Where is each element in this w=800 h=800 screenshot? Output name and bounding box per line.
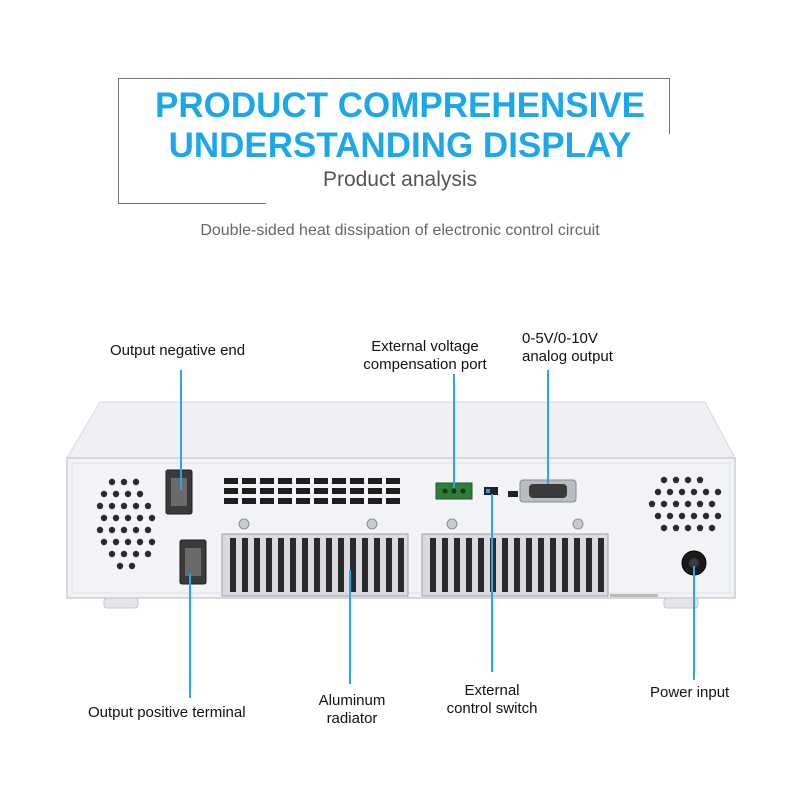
aluminum-radiator-left	[221, 533, 409, 597]
label-external-switch: External control switch	[430, 682, 554, 718]
device-top-panel	[66, 401, 736, 459]
aluminum-radiator-right	[421, 533, 609, 597]
label-analog-line1: 0-5V/0-10V	[522, 330, 598, 347]
control-switch	[484, 487, 498, 495]
label-external-voltage-line1: External voltage	[371, 338, 479, 355]
device-foot-left	[103, 597, 139, 609]
label-aluminum-radiator: Aluminum radiator	[300, 692, 404, 728]
header-frame-right	[669, 78, 670, 134]
label-aluminum-line1: Aluminum	[318, 692, 386, 709]
right-vent-holes	[648, 476, 722, 532]
label-power-input: Power input	[650, 684, 730, 701]
header-frame-left	[118, 78, 119, 204]
label-external-switch-line2: control switch	[446, 700, 538, 717]
header-frame-top	[118, 78, 670, 79]
label-external-voltage-line2: compensation port	[363, 356, 487, 373]
title-line-2: UNDERSTANDING DISPLAY	[168, 126, 632, 165]
device-foot-right	[663, 597, 699, 609]
left-vent-holes	[96, 478, 156, 570]
label-external-voltage: External voltage compensation port	[350, 338, 500, 374]
callout-lines	[180, 370, 695, 698]
label-output-positive: Output positive terminal	[88, 704, 246, 721]
label-output-negative: Output negative end	[110, 342, 246, 359]
label-analog-output: 0-5V/0-10V analog output	[522, 330, 613, 366]
label-analog-line2: analog output	[522, 348, 613, 365]
screws	[238, 518, 584, 530]
title-line-1: PRODUCT COMPREHENSIVE	[154, 86, 646, 125]
label-external-switch-line1: External	[464, 682, 520, 699]
header-frame-bottom	[118, 203, 266, 204]
description: Double-sided heat dissipation of electro…	[200, 222, 600, 239]
slot-vents	[224, 478, 400, 504]
subtitle: Product analysis	[322, 168, 478, 191]
label-aluminum-line2: radiator	[326, 710, 378, 727]
